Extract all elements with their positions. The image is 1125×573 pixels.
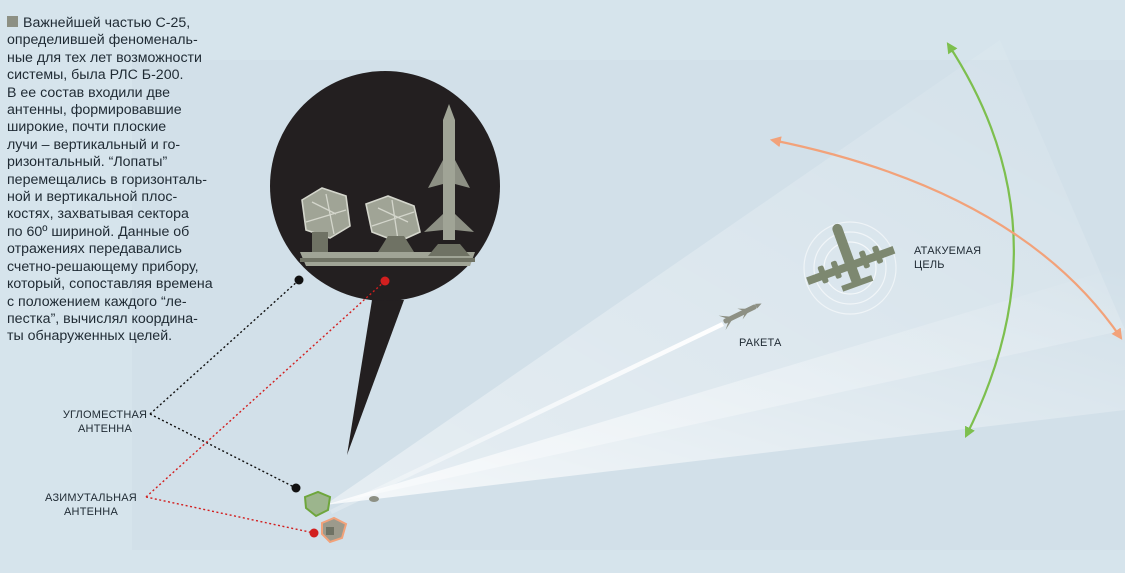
description-line-text: ты обнаруженных целей. xyxy=(7,328,173,345)
description-line-text: широкие, почти плоские xyxy=(7,119,167,136)
description-line-text: лучи – вертикальный и го- xyxy=(7,136,181,153)
elevation-antenna-label-line1: УГЛОМЕСТНАЯ xyxy=(62,409,148,421)
description-line-text: определившей феноменаль- xyxy=(7,32,198,49)
description-line: антенны, формировавшие xyxy=(7,102,239,119)
description-line: ной и вертикальной плос- xyxy=(7,189,239,206)
radar-antenna-icon xyxy=(303,490,379,544)
description-line: пестка”, вычислял координа- xyxy=(7,311,239,328)
azimuth-antenna-label: АЗИМУТАЛЬНАЯ АНТЕННА xyxy=(39,491,143,519)
description-line: Важнейшей частью С-25, xyxy=(7,15,239,32)
description-line-text: ной и вертикальной плос- xyxy=(7,189,178,206)
target-label-line1: АТАКУЕМАЯ xyxy=(914,245,982,257)
description-line: лучи – вертикальный и го- xyxy=(7,137,239,154)
missile-label-text: РАКЕТА xyxy=(739,337,782,349)
description-line-text: перемещались в горизонталь- xyxy=(7,171,207,188)
description-line-text: В ее состав входили две xyxy=(7,84,171,101)
description-line: с положением каждого “ле- xyxy=(7,294,239,311)
description-line: счетно-решающему прибору, xyxy=(7,259,239,276)
azimuth-antenna-label-line2: АНТЕННА xyxy=(64,506,118,518)
description-line: ты обнаруженных целей. xyxy=(7,328,239,345)
aircraft-icon xyxy=(803,221,897,315)
description-line: ные для тех лет возможности xyxy=(7,50,239,67)
radar-antenna-icon xyxy=(301,187,351,252)
elevation-antenna-label: УГЛОМЕСТНАЯ АНТЕННА xyxy=(61,408,149,436)
bullet-square-icon xyxy=(7,16,18,27)
azimuth-antenna-label-line1: АЗИМУТАЛЬНАЯ xyxy=(45,492,137,504)
elevation-antenna-label-line2: АНТЕННА xyxy=(78,423,132,435)
description-line: широкие, почти плоские xyxy=(7,119,239,136)
description-line-text: Важнейшей частью С-25, xyxy=(23,15,191,31)
description-line-text: ризонтальный. “Лопаты” xyxy=(7,154,168,171)
azimuth-antenna-dot xyxy=(309,528,319,538)
horizontal-scan-arrow xyxy=(769,136,1123,340)
missile-label: РАКЕТА xyxy=(739,336,782,350)
description-line: определившей феноменаль- xyxy=(7,32,239,49)
missile-trail xyxy=(330,322,724,514)
azimuth-link-dot xyxy=(380,276,390,286)
description-line-text: с положением каждого “ле- xyxy=(7,293,187,310)
radar-antenna-icon xyxy=(365,195,421,252)
description-line: отражениях передавались xyxy=(7,241,239,258)
equipment-illustration xyxy=(300,104,475,266)
description-line-text: счетно-решающему прибору, xyxy=(7,258,199,275)
description-line: В ее состав входили две xyxy=(7,85,239,102)
description-line-text: антенны, формировавшие xyxy=(7,102,182,119)
target-label-line2: ЦЕЛЬ xyxy=(914,259,945,271)
description-text: Важнейшей частью С-25,определившей феном… xyxy=(7,15,239,346)
elevation-link-dot xyxy=(294,275,304,285)
description-line-text: отражениях передавались xyxy=(7,241,182,258)
missile-icon xyxy=(424,104,474,256)
description-line-text: который, сопоставляя времена xyxy=(7,276,213,293)
description-line-text: системы, была РЛС Б-200. xyxy=(7,67,184,84)
azimuth-leader-line xyxy=(145,280,386,534)
description-line: костях, захватывая сектора xyxy=(7,206,239,223)
description-line: который, сопоставляя времена xyxy=(7,276,239,293)
description-line-text: ные для тех лет возможности xyxy=(7,49,202,66)
elevation-antenna-dot xyxy=(291,483,301,493)
description-line: ризонтальный. “Лопаты” xyxy=(7,154,239,171)
description-line-text: по 60º шириной. Данные об xyxy=(7,223,190,240)
description-line: по 60º шириной. Данные об xyxy=(7,224,239,241)
description-line-text: пестка”, вычислял координа- xyxy=(7,310,198,327)
description-line: системы, была РЛС Б-200. xyxy=(7,67,239,84)
elevation-leader-line xyxy=(149,279,300,489)
target-label: АТАКУЕМАЯ ЦЕЛЬ xyxy=(914,244,981,272)
description-line-text: костях, захватывая сектора xyxy=(7,206,189,223)
description-line: перемещались в горизонталь- xyxy=(7,172,239,189)
